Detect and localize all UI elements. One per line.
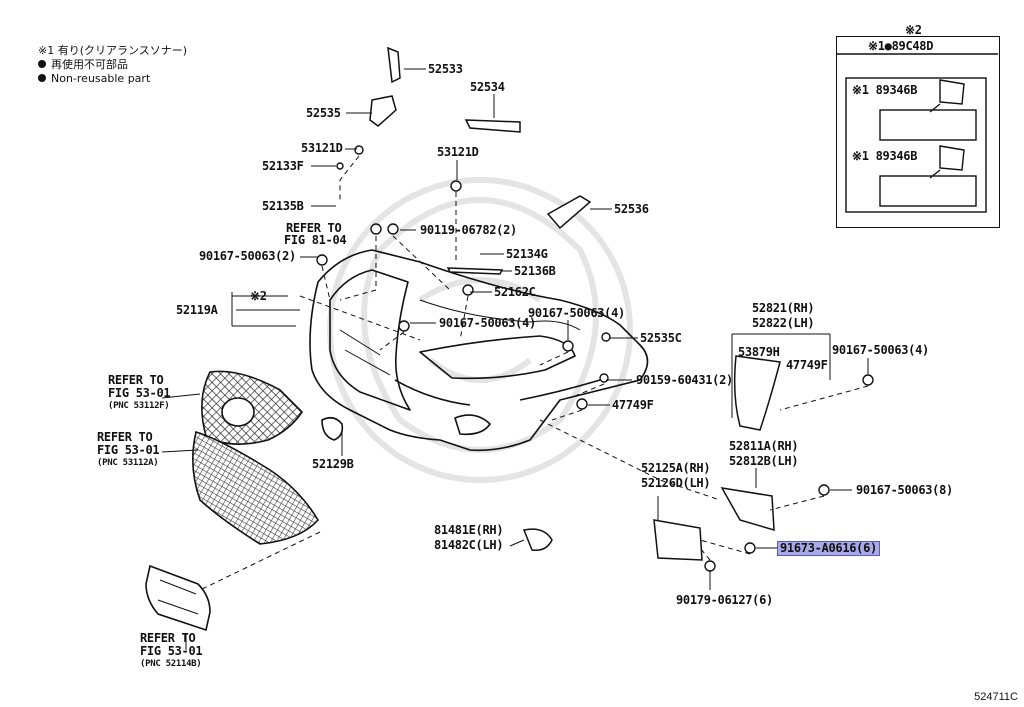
ref-fig-81-04-line2[interactable]: FIG 81-04 xyxy=(284,233,347,247)
ref-fig-53-01-c-line2[interactable]: FIG 53-01 xyxy=(140,644,203,658)
part-label-90167-50063-4[interactable]: 90167-50063(4) xyxy=(439,316,536,330)
inset-title: ※2 xyxy=(905,23,922,37)
part-label-91673-a0616-highlighted[interactable]: 91673-A0616(6) xyxy=(777,541,880,556)
ref-fig-53-01-b-line2[interactable]: FIG 53-01 xyxy=(97,443,160,457)
part-label-90167-50063-8[interactable]: 90167-50063(8) xyxy=(856,483,953,497)
part-label-52135b[interactable]: 52135B xyxy=(262,199,304,213)
part-label-52162c[interactable]: 52162C xyxy=(494,285,536,299)
part-label-52534[interactable]: 52534 xyxy=(470,80,505,94)
inset-head-part[interactable]: ※1●89C48D xyxy=(868,39,934,53)
part-label-52129b[interactable]: 52129B xyxy=(312,457,354,471)
part-label-52822[interactable]: 52822(LH) xyxy=(752,316,815,330)
part-label-53121d[interactable]: 53121D xyxy=(437,145,479,159)
inset-sensor-parts xyxy=(836,53,998,213)
figure-id: 524711C xyxy=(974,691,1018,703)
part-label-90167-50063-4[interactable]: 90167-50063(4) xyxy=(528,306,625,320)
front-bumper-cover xyxy=(309,249,649,452)
non-reusable-dot-icon xyxy=(38,74,46,82)
part-label-52812b[interactable]: 52812B(LH) xyxy=(729,454,799,468)
part-label-53879h[interactable]: 53879H xyxy=(738,345,780,359)
part-label-47749f[interactable]: 47749F xyxy=(786,358,828,372)
ref-fig-53-01-c-line1[interactable]: REFER TO xyxy=(140,631,196,645)
inset-part-b[interactable]: ※1 89346B xyxy=(852,149,918,163)
part-label-90179-06127[interactable]: 90179-06127(6) xyxy=(676,593,773,607)
part-label-52811a[interactable]: 52811A(RH) xyxy=(729,439,799,453)
ref-fig-53-01-b-line1[interactable]: REFER TO xyxy=(97,430,153,444)
ref-fig-53-01-b-pnc[interactable]: (PNC 53112A) xyxy=(97,458,159,468)
legend: ※1 有り(クリアランスソナー) 再使用不可部品 Non-reusable pa… xyxy=(38,44,187,86)
part-label-81481e[interactable]: 81481E(RH) xyxy=(434,523,504,537)
part-label-52136b[interactable]: 52136B xyxy=(514,264,556,278)
lower-grille xyxy=(192,430,319,545)
part-label-90167-50063-4[interactable]: 90167-50063(4) xyxy=(832,343,929,357)
upper-grille xyxy=(201,370,304,445)
part-label-52821[interactable]: 52821(RH) xyxy=(752,301,815,315)
ref-fig-81-04-line1[interactable]: REFER TO xyxy=(286,221,342,235)
ref-fig-53-01-c-pnc[interactable]: (PNC 52114B) xyxy=(140,659,202,669)
bracket-parts xyxy=(369,46,781,561)
part-label-52126d[interactable]: 52126D(LH) xyxy=(641,476,711,490)
part-label-52535c[interactable]: 52535C xyxy=(640,331,682,345)
inset-part-a[interactable]: ※1 89346B xyxy=(852,83,918,97)
part-label-90119-06782[interactable]: 90119-06782(2) xyxy=(420,223,517,237)
inset-box xyxy=(836,36,1000,228)
dashed-guides xyxy=(199,155,869,591)
non-reusable-dot-icon xyxy=(38,60,46,68)
ref-fig-53-01-a-pnc[interactable]: (PNC 53112F) xyxy=(108,401,170,411)
part-label-52125a[interactable]: 52125A(RH) xyxy=(641,461,711,475)
ref-fig-53-01-a-line2[interactable]: FIG 53-01 xyxy=(108,386,171,400)
part-label-52535[interactable]: 52535 xyxy=(306,106,341,120)
part-label-47749f[interactable]: 47749F xyxy=(612,398,654,412)
legend-note-en: Non-reusable part xyxy=(51,72,151,85)
part-label-81482c[interactable]: 81482C(LH) xyxy=(434,538,504,552)
note-mark-2: ※2 xyxy=(250,289,267,303)
part-label-53121d[interactable]: 53121D xyxy=(301,141,343,155)
legend-note-sonar: ※1 有り(クリアランスソナー) xyxy=(38,44,188,57)
part-label-52533[interactable]: 52533 xyxy=(428,62,463,76)
license-plate-bracket xyxy=(145,564,211,632)
part-label-52133f[interactable]: 52133F xyxy=(262,159,304,173)
part-label-90159-60431[interactable]: 90159-60431(2) xyxy=(636,373,733,387)
fog-cover xyxy=(321,416,344,441)
part-label-52119a[interactable]: 52119A xyxy=(176,303,218,317)
ref-fig-53-01-a-line1[interactable]: REFER TO xyxy=(108,373,164,387)
part-label-52536[interactable]: 52536 xyxy=(614,202,649,216)
leader-lines xyxy=(161,68,869,650)
part-label-52134g[interactable]: 52134G xyxy=(506,247,548,261)
legend-note-jp: 再使用不可部品 xyxy=(51,58,128,71)
part-label-90167-50063-2[interactable]: 90167-50063(2) xyxy=(199,249,296,263)
